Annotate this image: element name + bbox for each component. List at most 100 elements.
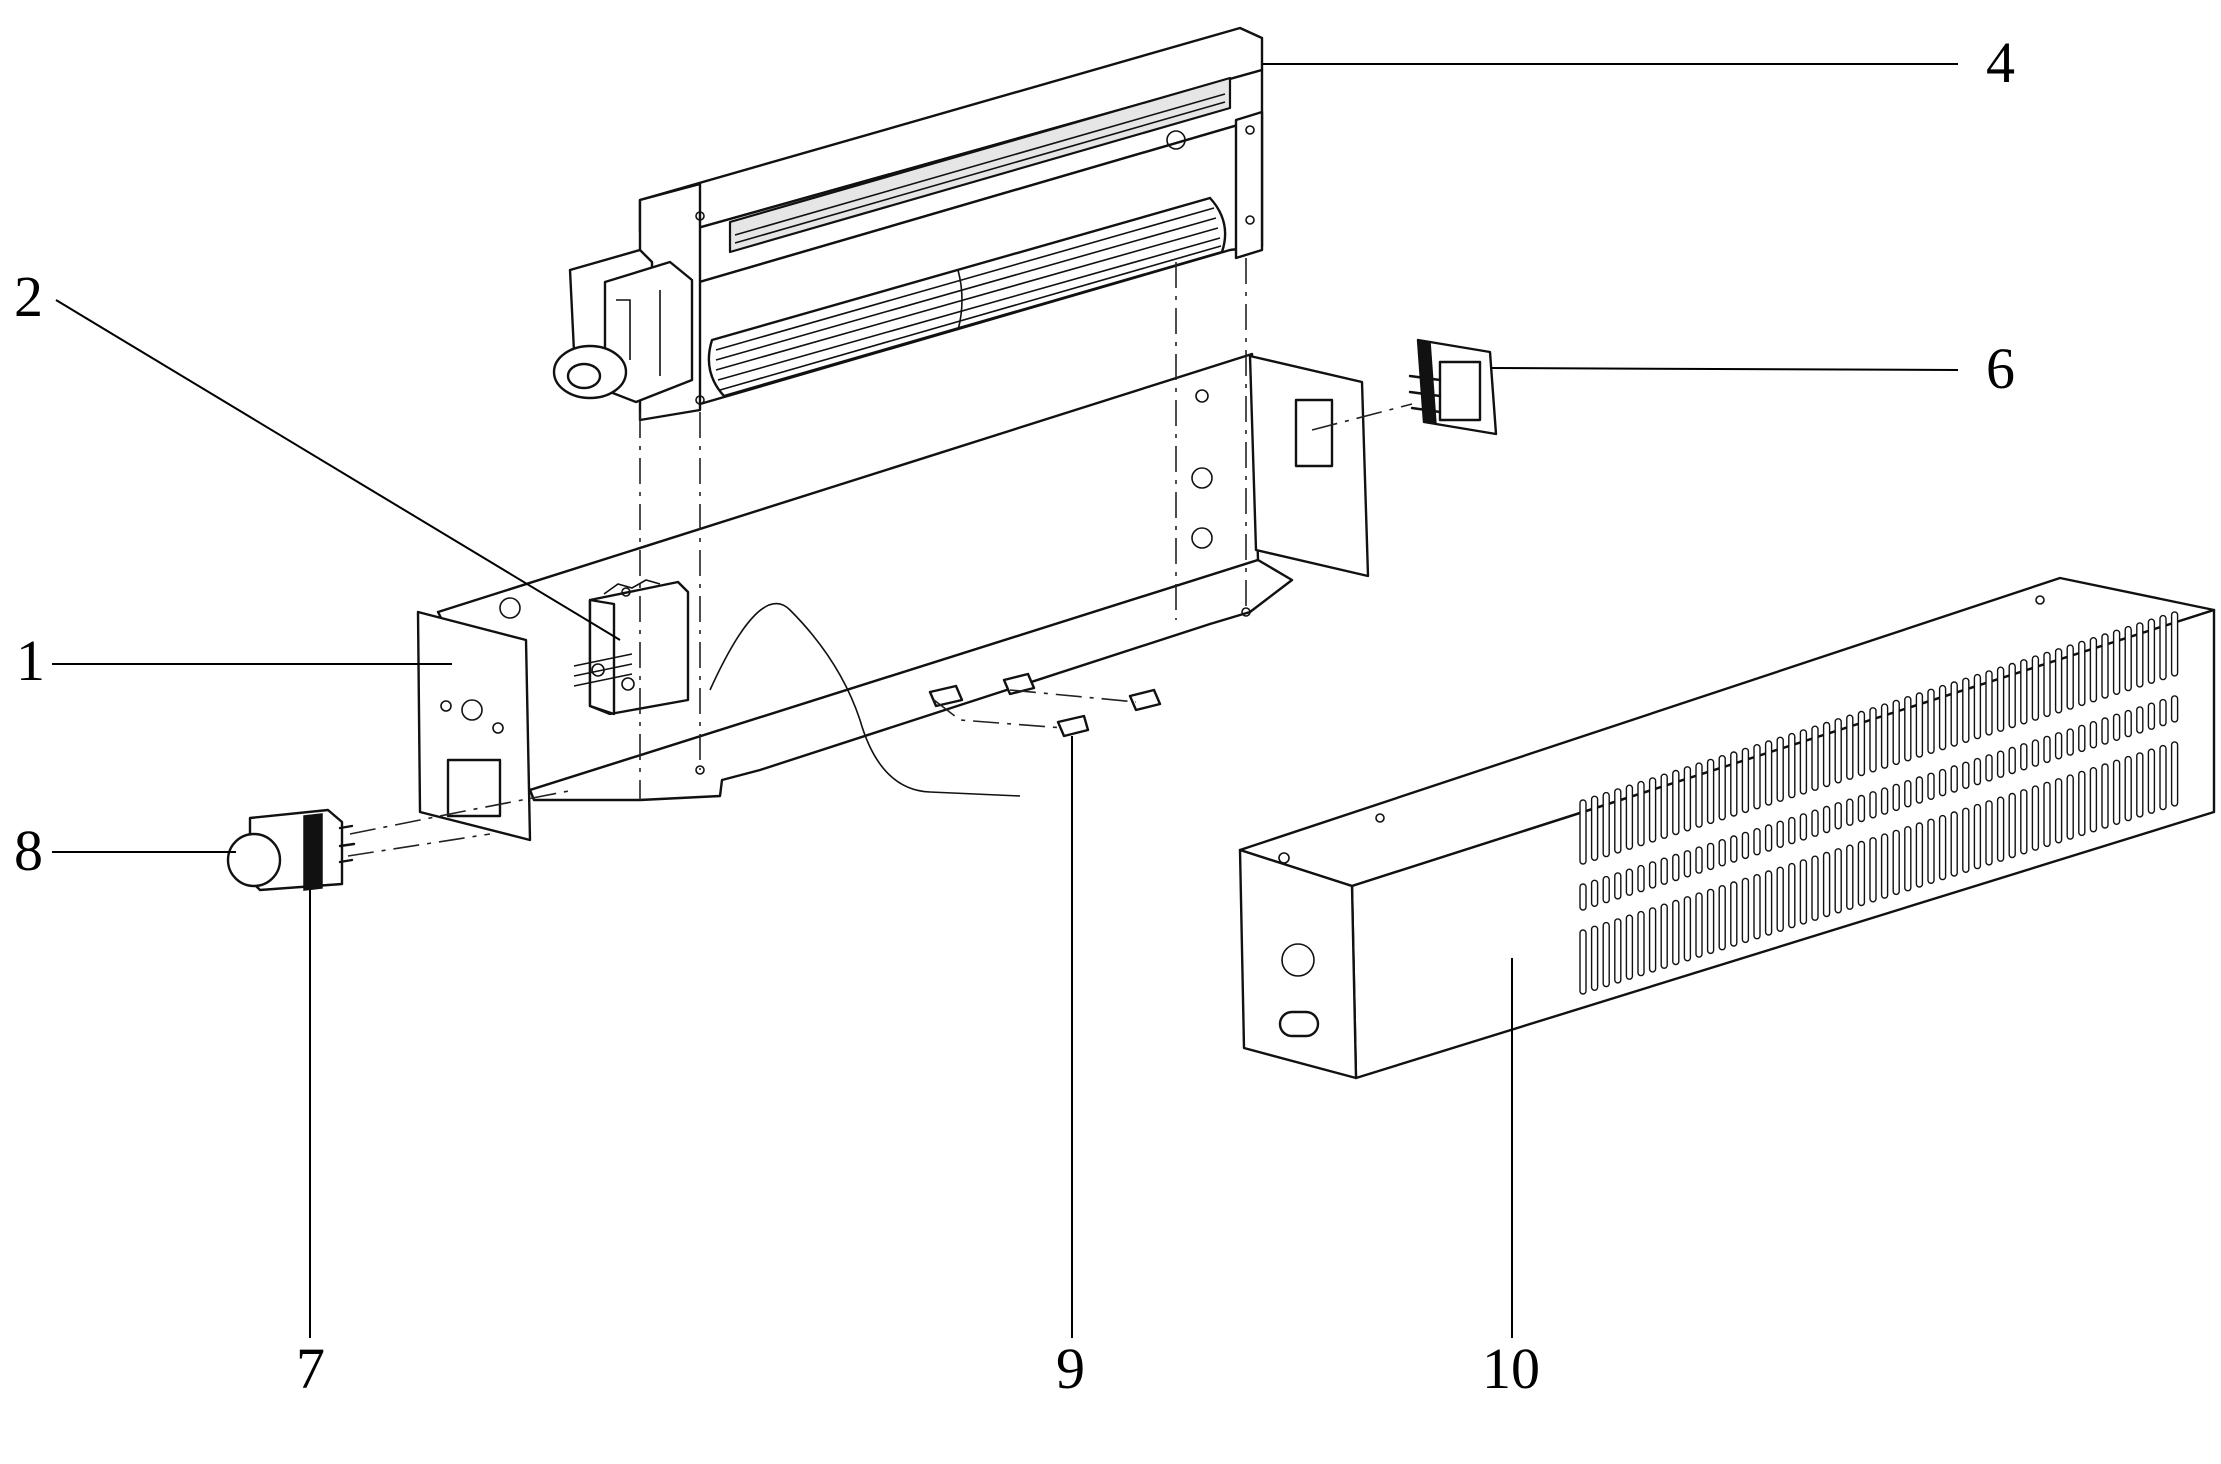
vent-slot [2101, 633, 2109, 699]
callout-10: 10 [1482, 1336, 1540, 1401]
vent-slot [2066, 728, 2074, 756]
vent-slot [2170, 741, 2179, 807]
vent-slot [1904, 696, 1912, 762]
vent-slot [1788, 732, 1796, 799]
vent-slot [2066, 774, 2074, 840]
vent-slot [1788, 862, 1796, 929]
vent-slot [1741, 747, 1750, 814]
vent-slot [2112, 629, 2121, 695]
vent-slot [2054, 648, 2063, 714]
part-10-front-cover [1238, 576, 2216, 1080]
part-9-clips [928, 672, 1162, 738]
vent-slot [1625, 784, 1634, 850]
vent-slot [1579, 929, 1587, 995]
vent-slot [2112, 759, 2121, 825]
vent-slot [1927, 688, 1935, 754]
vent-slot [1950, 811, 1958, 877]
vent-slot [1660, 857, 1668, 885]
vent-slot [1985, 754, 1993, 782]
vent-slot [1741, 831, 1750, 860]
vent-slot [2054, 732, 2063, 760]
vent-slot [1985, 800, 1993, 866]
part-6-power-inlet [1408, 338, 1498, 436]
vent-slot [2031, 785, 2040, 851]
vent-slot [1614, 872, 1622, 900]
leader-2 [55, 299, 621, 641]
vent-slot [1915, 692, 1924, 758]
vent-slot [1811, 809, 1819, 837]
vent-slot [1799, 813, 1808, 841]
vent-slot [1938, 684, 1947, 751]
callout-6: 6 [1986, 336, 2015, 401]
vent-slot [1834, 802, 1842, 830]
vent-slot [1579, 799, 1587, 865]
vent-slot [2078, 770, 2086, 837]
vent-slot [1985, 670, 1993, 736]
vent-slot [2020, 743, 2028, 771]
vent-slot [2147, 702, 2156, 730]
vent-slot [1880, 703, 1889, 769]
vent-slot [1648, 777, 1657, 843]
vent-slot [1950, 681, 1958, 747]
vent-slot [1648, 907, 1657, 973]
vent-slot [2089, 721, 2098, 749]
part-1-base-chassis [416, 352, 1370, 842]
vent-slot [2170, 695, 2179, 723]
vent-slot [2020, 789, 2028, 855]
vent-slot [2124, 755, 2132, 822]
vent-slot [1637, 910, 1645, 977]
vent-slot [1753, 828, 1761, 856]
vent-slot [1938, 814, 1947, 881]
vent-slot [1776, 820, 1784, 848]
vent-slot [1811, 855, 1819, 921]
vent-slot [1741, 877, 1750, 944]
vent-slot [1660, 773, 1668, 839]
vent-slot [1834, 848, 1842, 914]
vent-slot [1718, 839, 1726, 867]
vent-slot [1892, 829, 1900, 896]
vent-slot [1672, 769, 1680, 836]
vent-slot [1834, 718, 1842, 784]
vent-slot [1915, 776, 1924, 804]
part-7-8-rocker-switch [226, 808, 356, 892]
vent-slot [2008, 792, 2016, 859]
vent-slots [1579, 611, 2179, 995]
vent-slot [1753, 874, 1761, 940]
callout-8: 8 [14, 818, 43, 883]
vent-slot [1869, 791, 1877, 819]
vent-slot [1904, 780, 1912, 808]
vent-slot [2031, 655, 2040, 721]
vent-slot [1938, 768, 1947, 797]
vent-slot [2101, 717, 2109, 745]
vent-slot [1602, 875, 1610, 904]
vent-slot [2043, 781, 2051, 848]
vent-slot [1590, 925, 1599, 991]
vent-slot [1788, 816, 1796, 845]
part-2-thermostat [573, 579, 690, 716]
vent-slot [2066, 644, 2074, 710]
vent-slot [1614, 788, 1622, 854]
vent-slot [1625, 914, 1634, 980]
internal-wire [709, 602, 1021, 797]
vent-slot [1706, 758, 1715, 825]
vent-slot [1706, 842, 1715, 871]
vent-slot [1683, 766, 1692, 832]
motor [552, 248, 694, 404]
vent-slot [2008, 662, 2016, 729]
vent-slot [1973, 803, 1982, 870]
vent-slot [2043, 735, 2051, 764]
vent-slot [2136, 752, 2144, 818]
vent-slot [2078, 724, 2086, 753]
vent-slot [1718, 885, 1726, 951]
vent-slot [1892, 699, 1900, 766]
vent-slot [2089, 637, 2098, 703]
heater-coil-pattern [734, 93, 1226, 244]
callout-9: 9 [1056, 1336, 1085, 1401]
vent-slot [1869, 837, 1877, 903]
leader-lines [52, 63, 1959, 1338]
vent-slot [2020, 659, 2028, 725]
vent-slot [2159, 698, 2167, 727]
vent-slot [1846, 798, 1854, 826]
vent-slot [1996, 750, 2005, 778]
